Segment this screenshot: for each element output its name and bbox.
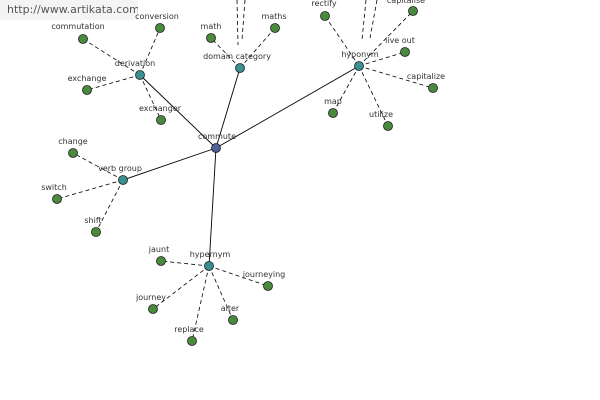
edge-offscreen-0 (236, 0, 239, 46)
leaf-label[interactable]: jaunt (148, 245, 169, 254)
leaf-label[interactable]: capitalize (407, 72, 445, 81)
leaf-label[interactable]: journey (135, 293, 166, 302)
edge-leaf-0-1 (82, 38, 141, 76)
category-node[interactable] (235, 63, 245, 73)
leaf-label[interactable]: conversion (135, 12, 179, 21)
leaf-label[interactable]: math (201, 22, 222, 31)
leaf-label[interactable]: replace (174, 325, 204, 334)
leaf-label[interactable]: utilize (369, 110, 393, 119)
leaf-node[interactable] (52, 194, 62, 204)
leaf-label[interactable]: change (58, 137, 88, 146)
leaf-node[interactable] (206, 33, 216, 43)
edge-leaf-2-0 (324, 15, 360, 67)
leaf-node[interactable] (156, 115, 166, 125)
category-node[interactable] (118, 175, 128, 185)
leaf-label[interactable]: exchanger (139, 104, 182, 113)
edge-leaf-3-1 (56, 179, 124, 200)
edge-leaf-4-4 (208, 265, 234, 321)
edge-commute-4 (208, 147, 217, 267)
leaf-node[interactable] (68, 148, 78, 158)
leaf-node[interactable] (228, 315, 238, 325)
leaf-node[interactable] (328, 108, 338, 118)
leaf-node[interactable] (82, 85, 92, 95)
edge-leaf-1-1 (239, 27, 276, 69)
leaf-node[interactable] (400, 47, 410, 57)
edge-leaf-4-1 (208, 265, 269, 287)
leaf-label[interactable]: exchange (68, 74, 107, 83)
edge-commute-3 (122, 147, 217, 181)
center-label[interactable]: commute (198, 132, 236, 141)
edge-commute-1 (215, 67, 241, 149)
leaf-label[interactable]: shift (84, 216, 101, 225)
center-node[interactable] (211, 143, 221, 153)
edge-leaf-4-0 (160, 260, 210, 267)
leaf-node[interactable] (148, 304, 158, 314)
leaf-label[interactable]: maths (261, 12, 286, 21)
leaf-label[interactable]: alter (221, 304, 240, 313)
category-label[interactable]: hyponym (341, 50, 379, 59)
leaf-label[interactable]: rectify (311, 0, 336, 8)
edge-leaf-0-0 (139, 27, 161, 76)
leaf-label[interactable]: map (324, 97, 342, 106)
edge-leaf-2-1 (358, 10, 414, 67)
leaf-node[interactable] (155, 23, 165, 33)
leaf-node[interactable] (91, 227, 101, 237)
edge-leaf-0-3 (139, 74, 162, 121)
edge-leaf-2-3 (358, 65, 434, 89)
edge-leaf-3-0 (72, 152, 124, 181)
leaf-label[interactable]: capitalise (387, 0, 425, 5)
leaf-node[interactable] (156, 256, 166, 266)
leaf-node[interactable] (320, 11, 330, 21)
category-node[interactable] (135, 70, 145, 80)
edge-leaf-3-2 (95, 179, 124, 233)
category-label[interactable]: derivation (115, 59, 155, 68)
category-node[interactable] (354, 61, 364, 71)
url-banner[interactable]: http://www.artikata.com (0, 0, 138, 20)
edge-offscreen-2 (361, 0, 367, 41)
edge-offscreen-1 (241, 0, 246, 41)
category-label[interactable]: domain category (203, 52, 271, 61)
edge-leaf-4-3 (191, 265, 210, 342)
edge-offscreen-3 (369, 0, 378, 39)
leaf-node[interactable] (383, 121, 393, 131)
edge-leaf-2-4 (332, 65, 360, 114)
node-layer (52, 6, 438, 346)
edge-leaf-2-2 (358, 51, 406, 67)
leaf-node[interactable] (187, 336, 197, 346)
category-label[interactable]: hypernym (190, 250, 231, 259)
leaf-label[interactable]: live out (385, 36, 415, 45)
leaf-node[interactable] (270, 23, 280, 33)
leaf-node[interactable] (428, 83, 438, 93)
leaf-node[interactable] (78, 34, 88, 44)
leaf-node[interactable] (408, 6, 418, 16)
leaf-label[interactable]: journeying (242, 270, 285, 279)
category-node[interactable] (204, 261, 214, 271)
leaf-node[interactable] (263, 281, 273, 291)
edge-leaf-0-2 (86, 74, 141, 91)
edge-commute-2 (215, 65, 360, 149)
label-layer: conversion commutation exchange exchanger de… (41, 0, 445, 334)
leaf-label[interactable]: switch (41, 183, 67, 192)
edge-leaf-4-2 (152, 265, 210, 310)
leaf-label[interactable]: commutation (51, 22, 104, 31)
category-label[interactable]: verb group (98, 164, 142, 173)
edge-layer (56, 0, 434, 342)
edge-commute-0 (139, 74, 217, 149)
